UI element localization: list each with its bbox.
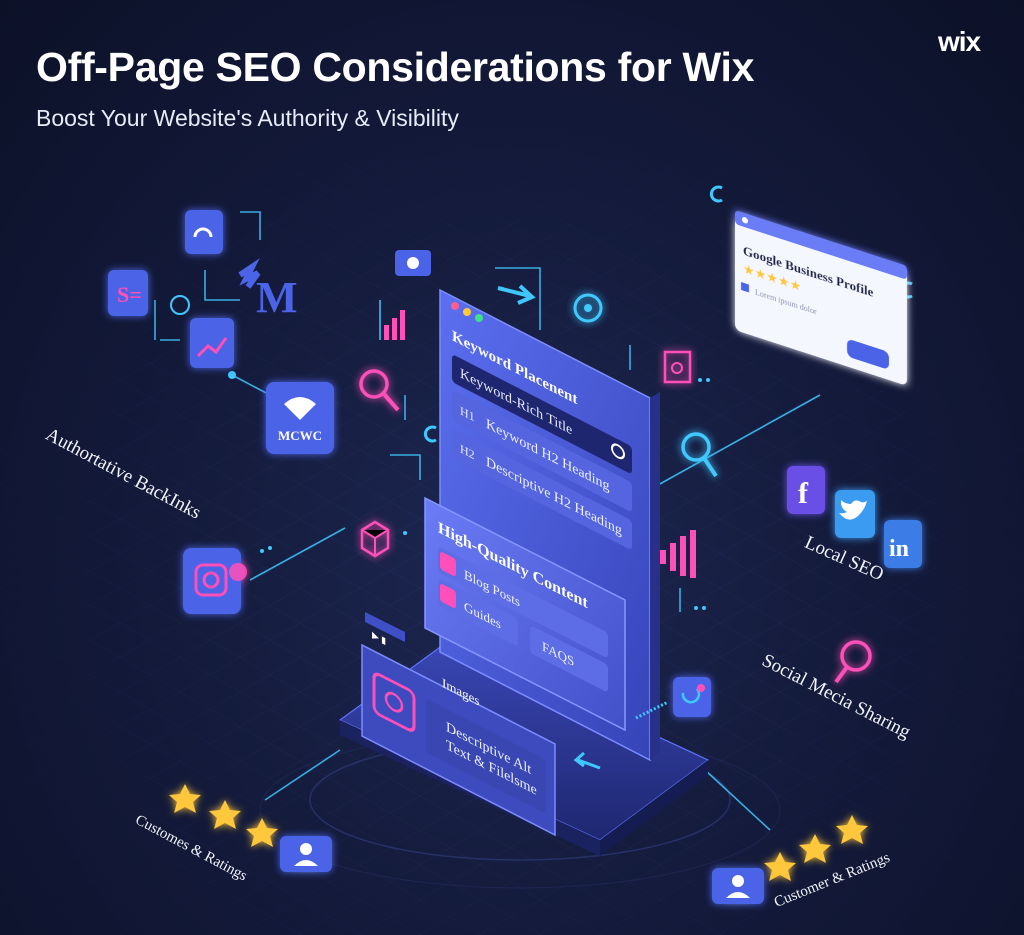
google-card-button	[847, 340, 889, 369]
user-avatar-left-icon	[280, 836, 332, 872]
chart-icon	[190, 318, 234, 368]
mcwc-badge: MCWC	[266, 382, 334, 454]
stars-left	[169, 784, 278, 847]
bar-chart-icon	[379, 300, 405, 340]
linkedin-icon: in	[884, 520, 922, 568]
user-avatar-right-icon	[712, 868, 764, 904]
wix-logo: wix	[938, 26, 981, 57]
link-chain-icon	[185, 210, 223, 254]
cube-icon	[360, 520, 390, 558]
s-shape-icon	[238, 258, 261, 289]
camera-icon	[372, 672, 416, 732]
page-title: Off-Page SEO Considerations for Wix	[36, 44, 755, 90]
instagram-icon	[183, 548, 247, 614]
link-icon: S=	[108, 270, 148, 316]
target-icon	[573, 293, 603, 323]
arrow-left-icon	[573, 751, 601, 770]
keyword-h2-row	[452, 429, 632, 549]
content-panel: High-Quality Content Blog Posts Guides F…	[424, 496, 626, 732]
svg-text:f: f	[798, 477, 809, 510]
chain-node-icon	[170, 295, 190, 315]
twitter-icon	[835, 490, 875, 538]
camera-card-icon	[395, 250, 431, 276]
stars-right	[764, 815, 868, 881]
small-badge-icon	[673, 677, 711, 717]
dotted-line	[635, 700, 669, 720]
magnifier-pink-icon	[359, 369, 400, 412]
svg-text:in: in	[889, 536, 909, 562]
magnifier-right-icon	[834, 640, 872, 684]
arrow-right-icon	[497, 284, 536, 305]
keyword-title-row	[452, 355, 632, 473]
bookmark-icon	[663, 350, 692, 384]
c-glyph-icon	[423, 425, 437, 443]
svg-text:S=: S=	[117, 282, 142, 307]
guides-icon	[440, 584, 456, 609]
c-glyph-top-icon	[709, 185, 723, 203]
keyword-h1-row	[452, 391, 632, 511]
page-subtitle: Boost Your Website's Authority & Visibil…	[36, 105, 459, 131]
svg-text:MCWC: MCWC	[278, 428, 322, 443]
m-logo-icon: M	[256, 273, 298, 322]
blog-icon	[440, 552, 456, 577]
growth-bars-icon	[660, 530, 696, 578]
facebook-icon: f	[787, 466, 825, 514]
magnifier-cyan-icon	[681, 432, 718, 478]
